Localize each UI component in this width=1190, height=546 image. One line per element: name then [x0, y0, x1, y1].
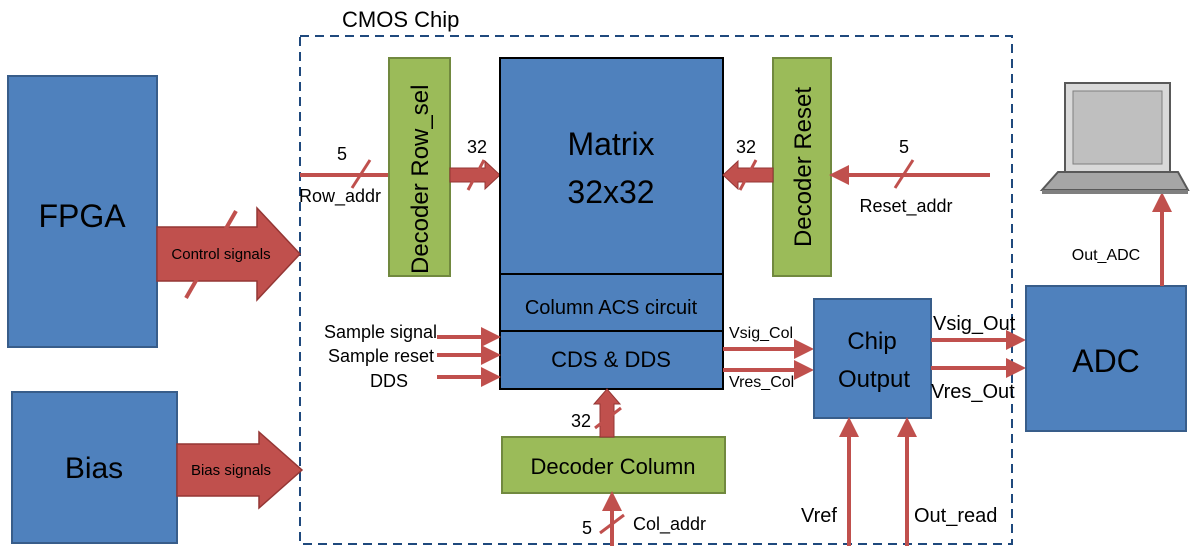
control-signals-arrow — [156, 206, 302, 302]
column-acs-label: Column ACS circuit — [525, 297, 698, 319]
reset-addr-bits: 5 — [899, 137, 909, 157]
decoder-row-sel-clip: Decoder Row_sel — [407, 85, 434, 274]
col-addr-label: Col_addr — [633, 514, 706, 535]
column-sel-bus-slash — [594, 406, 622, 430]
column-acs-block[interactable] — [499, 273, 724, 332]
vref-label: Vref — [801, 505, 837, 527]
decoder-reset-label: Decoder Reset — [790, 87, 817, 247]
decoder-column-block[interactable] — [501, 436, 726, 494]
laptop-screen — [1072, 90, 1163, 165]
decoder-row-sel-label: Decoder Row_sel — [407, 85, 434, 274]
fpga-label: FPGA — [38, 198, 126, 234]
row-addr-bits: 5 — [337, 144, 347, 164]
chip-output-block[interactable] — [813, 298, 932, 419]
laptop-icon[interactable] — [1039, 82, 1190, 194]
dds-label: DDS — [370, 371, 408, 391]
cds-dds-label: CDS & DDS — [551, 347, 671, 372]
row-addr-bus-slash — [350, 159, 372, 189]
adc-block[interactable] — [1025, 285, 1187, 432]
sample-reset-label: Sample reset — [328, 346, 434, 366]
fpga-block[interactable] — [7, 75, 158, 348]
col-addr-bus-slash — [599, 513, 625, 535]
bias-signals-arrow — [176, 430, 304, 510]
row-sel-bits: 32 — [467, 137, 487, 157]
cds-dds-block[interactable] — [499, 330, 724, 390]
out-read-label: Out_read — [914, 505, 997, 527]
vres-out-label: Vres_Out — [931, 381, 1015, 403]
control-signals-label: Control signals — [171, 246, 270, 263]
decoder-column-label: Decoder Column — [530, 454, 695, 479]
reset-sel-bus-slash — [738, 159, 758, 191]
vsig-out-label: Vsig_Out — [933, 313, 1016, 335]
bias-label: Bias — [65, 452, 123, 485]
vsig-col-label: Vsig_Col — [729, 325, 793, 342]
row-sel-bus-slash — [466, 159, 486, 191]
laptop-front-edge — [1042, 190, 1188, 194]
row-addr-label: Row_addr — [299, 186, 381, 207]
matrix-label-line2: 32x32 — [567, 174, 654, 210]
reset-addr-bus-slash — [893, 159, 915, 189]
adc-label: ADC — [1072, 343, 1140, 379]
bias-signals-label: Bias signals — [191, 462, 271, 479]
matrix-label-line1: Matrix — [567, 126, 654, 162]
decoder-row-sel-block[interactable] — [388, 57, 451, 277]
bias-block[interactable] — [11, 391, 178, 544]
vres-col-label: Vres_Col — [729, 374, 794, 391]
sample-signal-label: Sample signal — [324, 322, 437, 342]
cmos-chip-title: CMOS Chip — [342, 7, 459, 32]
reset-addr-label: Reset_addr — [859, 196, 952, 217]
control-signals-bus-slash — [184, 210, 238, 299]
chip-output-label-line1: Chip — [847, 328, 896, 355]
laptop-keyboard-base — [1039, 171, 1190, 191]
col-addr-bits: 5 — [582, 518, 592, 538]
reset-sel-bits: 32 — [736, 137, 756, 157]
chip-output-label-line2: Output — [838, 366, 910, 393]
out-adc-label: Out_ADC — [1072, 247, 1140, 264]
matrix-block[interactable] — [499, 57, 724, 275]
column-sel-bits: 32 — [571, 411, 591, 431]
cmos-chip-boundary — [299, 35, 1013, 545]
